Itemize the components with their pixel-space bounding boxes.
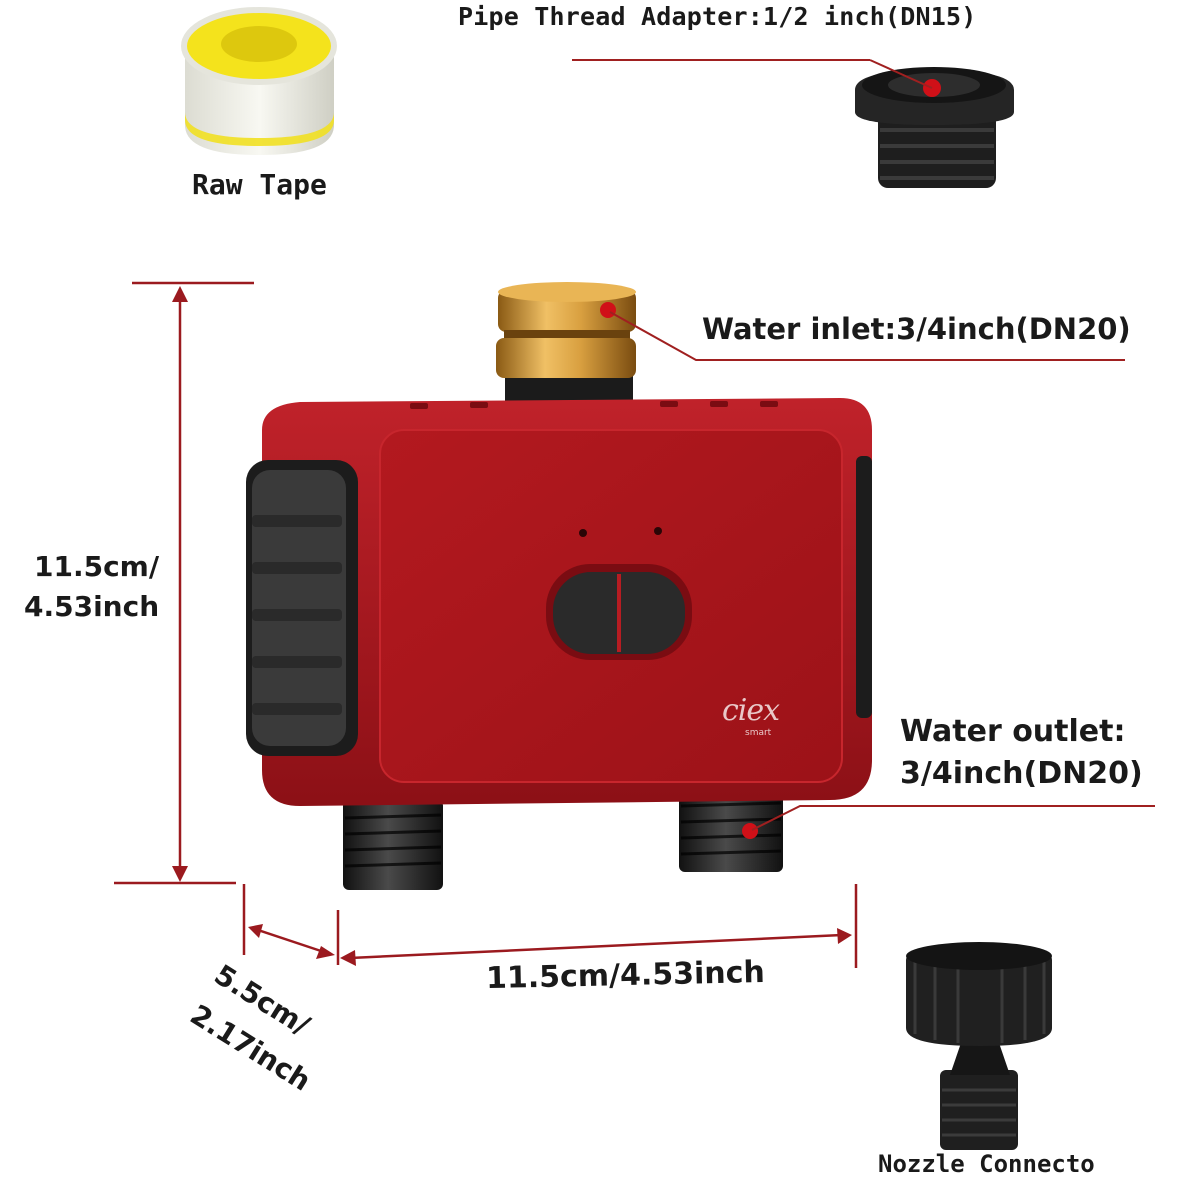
pipe-thread-adapter (855, 67, 1014, 188)
right-grip (856, 456, 872, 718)
height-dimension (114, 281, 254, 885)
pipe-adapter-label: Pipe Thread Adapter:1/2 inch(DN15) (458, 2, 977, 31)
height-inch-label: 4.53inch (24, 590, 160, 623)
right-outlet (679, 790, 783, 872)
nozzle-connector (906, 942, 1052, 1150)
width-label: 11.5cm/4.53inch (485, 954, 766, 997)
outlet-leader-line (751, 805, 1155, 831)
left-grip (246, 460, 358, 756)
led-indicator-right (654, 527, 662, 535)
inlet-leader-line (609, 311, 1125, 361)
left-outlet (343, 800, 443, 890)
led-indicator-left (579, 529, 587, 537)
brass-inlet (496, 282, 636, 408)
depth-dimension (242, 884, 335, 959)
water-outlet-size-label: 3/4inch(DN20) (900, 756, 1143, 791)
control-buttons (546, 564, 692, 660)
brand-subtext: smart (745, 728, 772, 738)
water-outlet-label: Water outlet: (900, 714, 1126, 749)
raw-tape-label: Raw Tape (192, 168, 327, 201)
nozzle-connector-label: Nozzle Connecto (878, 1150, 1095, 1178)
timer-device (246, 282, 872, 890)
water-inlet-label: Water inlet:3/4inch(DN20) (702, 312, 1131, 346)
brand-logo: ciex (722, 693, 780, 728)
adapter-leader-line-2 (869, 59, 933, 89)
raw-tape-roll (181, 7, 337, 155)
height-cm-label: 11.5cm/ (34, 550, 160, 583)
width-dimension (336, 884, 858, 968)
